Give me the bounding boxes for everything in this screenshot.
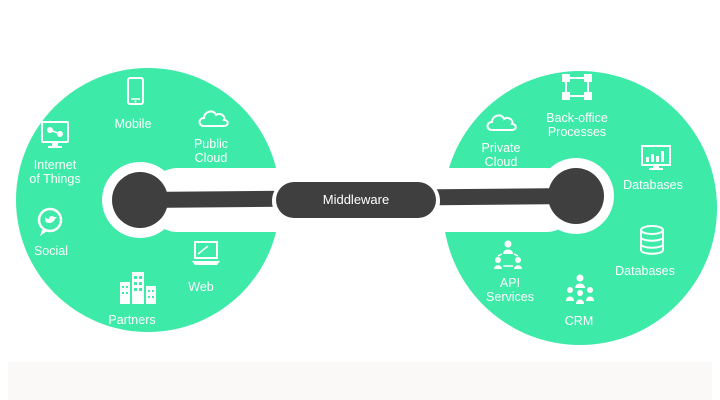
node-label-databases-bottom: Databases bbox=[615, 264, 675, 278]
chart-monitor-icon bbox=[641, 145, 671, 170]
social-bird-icon bbox=[37, 207, 63, 236]
node-label-api-services: API Services bbox=[486, 276, 534, 304]
team-icon bbox=[566, 274, 594, 304]
right-knob bbox=[548, 168, 604, 224]
node-label-partners: Partners bbox=[108, 313, 156, 327]
node-label-social: Social bbox=[33, 244, 69, 258]
middleware-label: Middleware bbox=[322, 192, 390, 207]
node-label-web: Web bbox=[188, 280, 214, 294]
middleware-pill bbox=[276, 182, 436, 218]
bottom-band bbox=[8, 362, 712, 400]
cloud-icon bbox=[198, 110, 229, 127]
node-label-databases-top: Databases bbox=[623, 178, 683, 192]
node-label-crm: CRM bbox=[564, 314, 594, 328]
node-label-internet-of-things: Internet of Things bbox=[29, 158, 81, 186]
node-label-public-cloud: Public Cloud bbox=[193, 137, 229, 165]
buildings-icon bbox=[120, 272, 156, 304]
network-people-icon bbox=[494, 240, 522, 269]
database-icon bbox=[640, 225, 664, 255]
node-label-back-office-processes: Back-office Processes bbox=[546, 111, 608, 139]
node-label-mobile: Mobile bbox=[114, 117, 152, 131]
laptop-icon bbox=[192, 241, 220, 265]
cloud-icon bbox=[486, 114, 517, 131]
process-flow-icon bbox=[562, 74, 592, 100]
mobile-phone-icon bbox=[127, 77, 144, 105]
iot-monitor-icon bbox=[41, 121, 69, 148]
left-knob bbox=[112, 172, 168, 228]
node-label-private-cloud: Private Cloud bbox=[481, 141, 521, 169]
